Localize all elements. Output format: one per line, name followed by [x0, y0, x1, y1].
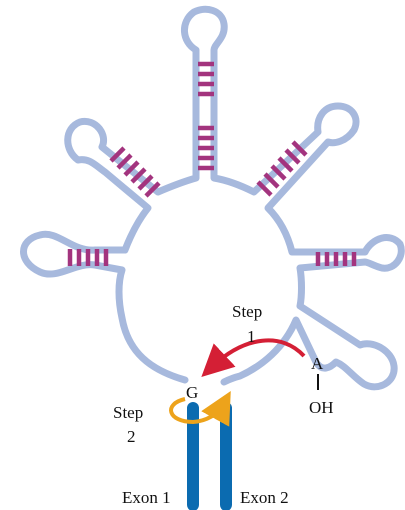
- step-1-label: Step: [232, 302, 262, 321]
- step-1-number: 1: [247, 327, 256, 346]
- exon-1-label: Exon 1: [122, 488, 171, 507]
- step-2-number: 2: [127, 427, 136, 446]
- hydroxyl-label: OH: [309, 398, 334, 417]
- step-2-label: Step: [113, 403, 143, 422]
- guanosine-label: G: [186, 383, 198, 402]
- adenosine-label: A: [311, 354, 324, 373]
- exon-2-label: Exon 2: [240, 488, 289, 507]
